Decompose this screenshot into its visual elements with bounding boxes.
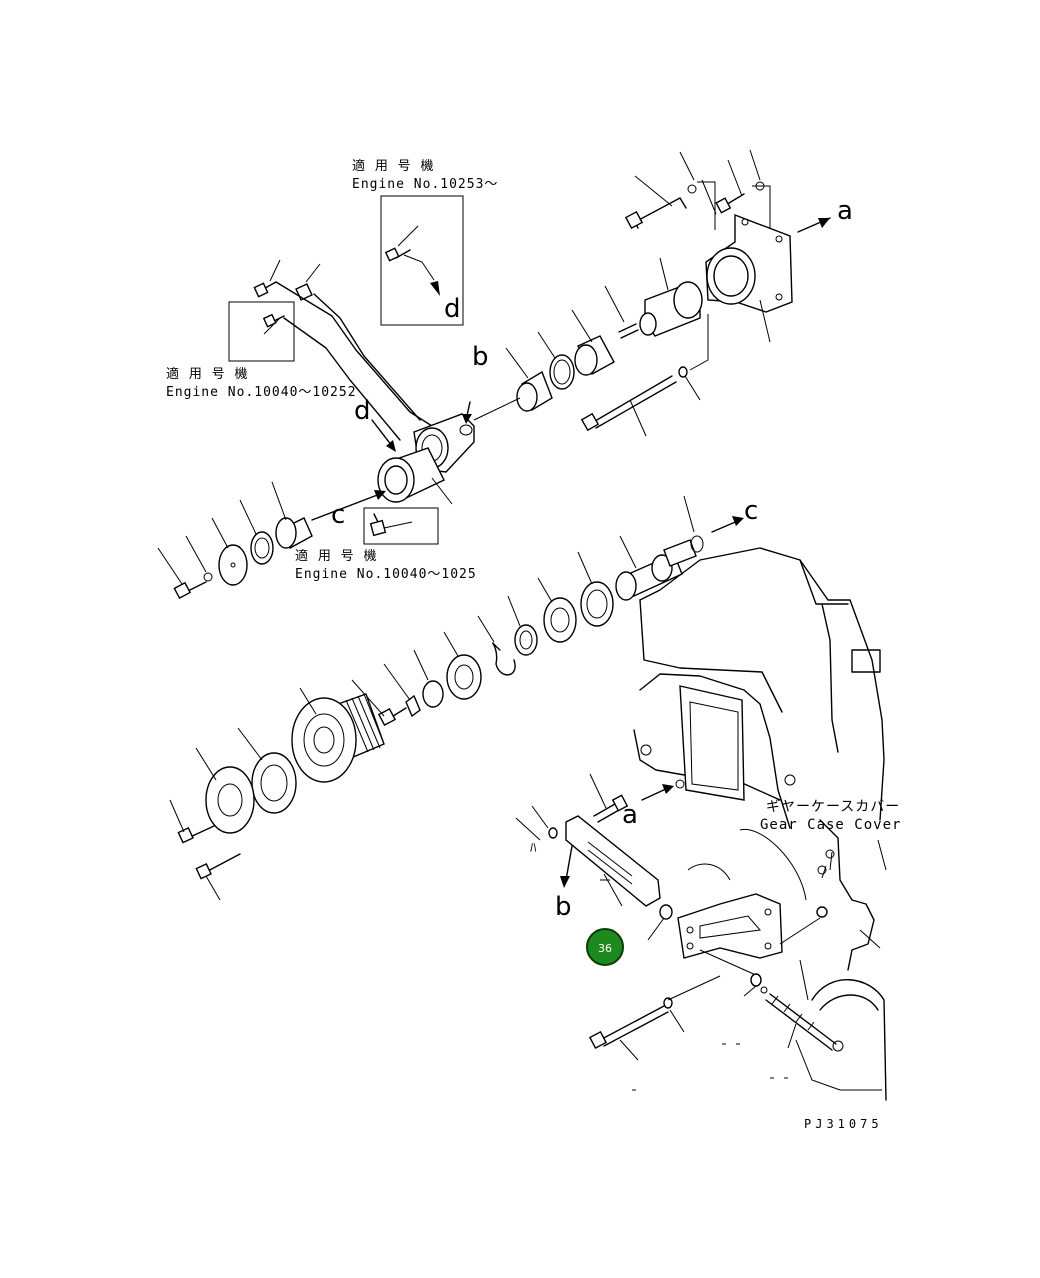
note-middle-en: Engine No.10040～1025: [295, 567, 477, 582]
lower-bracket-group: [515, 773, 844, 1091]
view-letter-b-bottom: b: [555, 892, 572, 922]
note-upper-right-en: Engine No.10253～: [352, 177, 499, 192]
callout-marker-36[interactable]: 36: [586, 928, 624, 966]
note-upper-left-en: Engine No.10040～10252: [166, 385, 357, 400]
drawing-code: PJ31075: [804, 1117, 883, 1131]
view-letter-d-box: d: [444, 294, 461, 324]
view-letter-b-top: b: [472, 342, 489, 372]
note-upper-left-jp: 適 用 号 機: [166, 367, 249, 382]
bearing-group-left: [157, 481, 439, 600]
view-letter-c-left: c: [331, 500, 346, 530]
view-letter-d-left: d: [354, 396, 371, 426]
view-letter-a-top: a: [837, 196, 853, 226]
note-upper-right-jp: 適 用 号 機: [352, 159, 435, 174]
note-middle-jp: 適 用 号 機: [295, 549, 378, 564]
pipe-assembly: [228, 259, 521, 505]
gear-case-cover-label-en: Gear Case Cover: [760, 817, 902, 833]
note-box-upper-right: [380, 195, 464, 326]
gear-case-cover: [633, 547, 887, 1101]
view-letter-c-right: c: [744, 496, 759, 526]
gear-case-cover-label-jp: ギヤーケースカバー: [766, 799, 901, 815]
bracket-assembly: [505, 149, 831, 437]
stray-mark: ﾊ: [530, 841, 538, 856]
drive-shaft-group: [169, 495, 744, 901]
view-letter-a-bottom: a: [622, 800, 638, 830]
callout-label: 36: [598, 942, 612, 955]
